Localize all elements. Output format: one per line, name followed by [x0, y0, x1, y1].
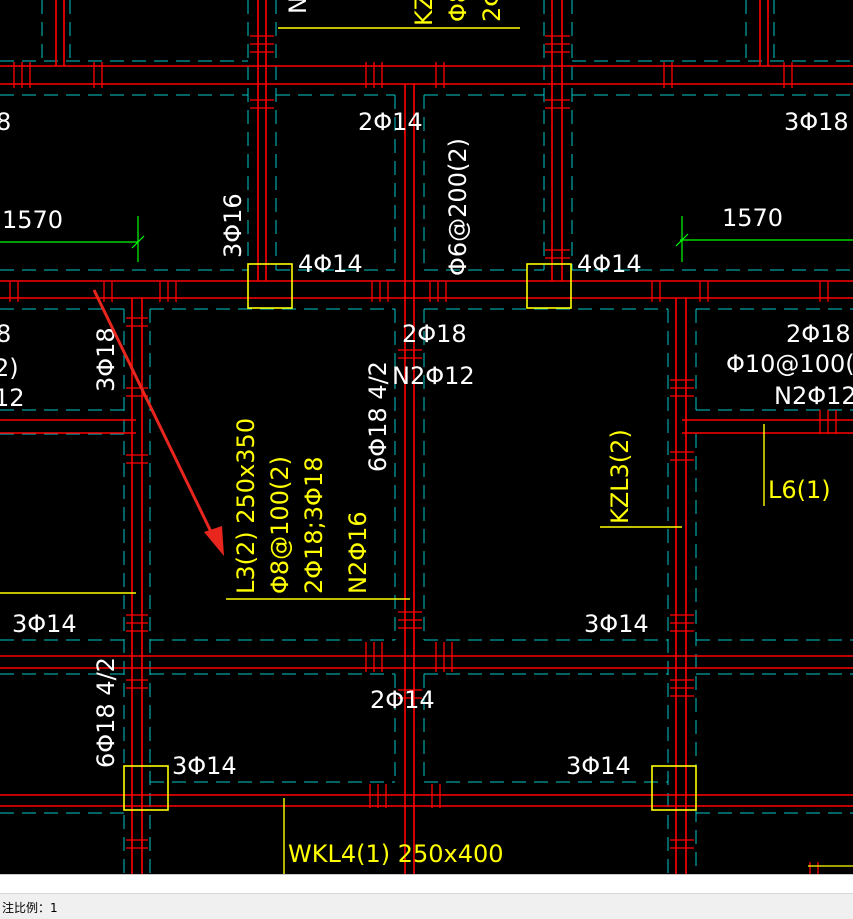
label-l3-line1: L3(2) 250x350 — [232, 418, 260, 594]
cad-drawing-canvas[interactable]: N KZ Φ8 2Φ 2Φ14 3Φ18 8 1570 1570 3Φ16 4Φ… — [0, 0, 853, 874]
label-2f14-lower: 2Φ14 — [370, 686, 435, 714]
label-wkl4: WKL4(1) 250x400 — [288, 840, 504, 868]
label-n2f12-mid: N2Φ12 — [392, 362, 475, 390]
leader-lines — [0, 27, 765, 874]
canvas-background — [0, 0, 853, 874]
red-arrow-icon — [92, 289, 224, 556]
label-3f14-low-b: 3Φ14 — [566, 752, 631, 780]
label-2f14-top: 2Φ14 — [358, 108, 423, 136]
label-3f14-low-a: 3Φ14 — [172, 752, 237, 780]
label-f10-right: Φ10@100(2 — [726, 350, 853, 378]
annotation-scale-label: 注比例：1 — [2, 901, 58, 915]
status-bar: 注比例：1 — [0, 874, 853, 919]
label-l3-line3: 2Φ18;3Φ18 — [300, 457, 328, 594]
label-2f18-right: 2Φ18 — [786, 320, 851, 348]
top-marks: N KZ Φ8 2Φ — [284, 0, 506, 26]
annotations: 2Φ14 3Φ18 8 1570 1570 3Φ16 4Φ14 Φ6@200(2… — [0, 108, 853, 868]
label-8-left: 8 — [0, 108, 11, 136]
dashed-outlines — [0, 0, 853, 874]
dim-1570-left: 1570 — [2, 206, 63, 234]
label-l6: L6(1) — [768, 476, 831, 504]
label-stirrup-f6: Φ6@200(2) — [444, 138, 472, 276]
label-3f18-top-right: 3Φ18 — [784, 108, 849, 136]
label-12-left: 12 — [0, 384, 25, 412]
label-6f18-vertical: 6Φ18 4/2 — [364, 361, 392, 472]
label-3f16: 3Φ16 — [219, 193, 247, 258]
label-3f14-left: 3Φ14 — [12, 610, 77, 638]
beam-lines — [0, 0, 853, 874]
top-mark-1: N — [284, 0, 312, 14]
dimension-lines — [0, 216, 853, 262]
label-6f18-vertical-2: 6Φ18 4/2 — [92, 657, 120, 768]
label-kzl3: KZL3(2) — [606, 429, 634, 524]
label-4f14-a: 4Φ14 — [298, 250, 363, 278]
top-mark-2: KZ — [410, 0, 438, 26]
label-l3-line2: Φ8@100(2) — [266, 456, 294, 594]
label-8-left-2: 8 — [0, 320, 11, 348]
status-strip — [0, 875, 853, 894]
label-2f18-mid: 2Φ18 — [402, 320, 467, 348]
stirrup-ticks — [9, 35, 837, 874]
dim-1570-right: 1570 — [722, 204, 783, 232]
label-2-left: 2) — [0, 354, 19, 382]
top-mark-3: Φ8 — [444, 0, 472, 22]
label-4f14-b: 4Φ14 — [577, 250, 642, 278]
label-3f18-vertical: 3Φ18 — [92, 327, 120, 392]
label-l3-line4: N2Φ16 — [344, 511, 372, 594]
top-mark-4: 2Φ — [478, 0, 506, 22]
column-squares — [123, 263, 697, 811]
label-3f14-mid: 3Φ14 — [584, 610, 649, 638]
label-n2f12-right: N2Φ12 — [774, 382, 853, 410]
